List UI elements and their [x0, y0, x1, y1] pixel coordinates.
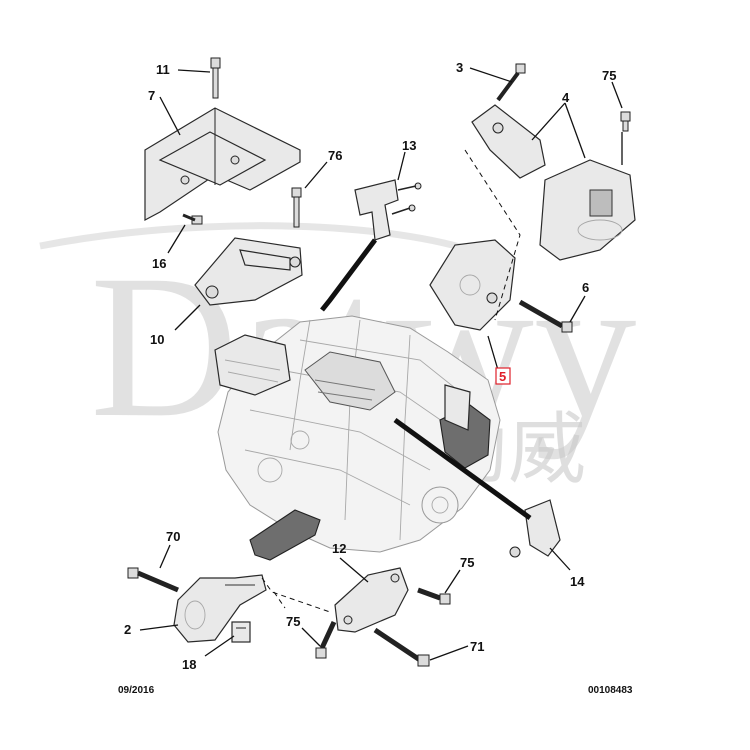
- callout-12: 12: [332, 541, 346, 556]
- footer-date-code: 09/2016: [118, 685, 155, 696]
- footer: 09/2016 00108483: [118, 685, 633, 696]
- callout-5: 5: [499, 369, 506, 384]
- part-5-mount: [429, 239, 516, 331]
- part-75-bolt-top: [620, 111, 631, 132]
- part-71-bolt: [373, 627, 430, 667]
- gearbox-bracket: [214, 334, 291, 396]
- part-14-indicator: [393, 417, 532, 521]
- callouts: 11 7 3 75 4 13 76 16 6 10 5 70 12 75 14 …: [124, 60, 616, 672]
- part-2-torque-rod: [173, 574, 267, 643]
- part-18-clip: [231, 621, 251, 643]
- callout-18: 18: [182, 657, 196, 672]
- callout-7: 7: [148, 88, 155, 103]
- callout-76: 76: [328, 148, 342, 163]
- part-4-mount-arm: [471, 104, 546, 179]
- callout-75-low: 75: [286, 614, 300, 629]
- part-16-bolt: [182, 213, 203, 225]
- part-6-bolt: [518, 299, 573, 333]
- dashed-guides: [261, 149, 521, 613]
- callout-3: 3: [456, 60, 463, 75]
- callout-16: 16: [152, 256, 166, 271]
- callout-6: 6: [582, 280, 589, 295]
- footer-reference: 00108483: [588, 685, 633, 696]
- callout-75-mid: 75: [460, 555, 474, 570]
- part-14-bracket: [509, 499, 561, 558]
- callout-14: 14: [570, 574, 585, 589]
- part-75-bolt-low: [315, 620, 337, 659]
- part-13-bracket: [354, 179, 422, 241]
- callout-5-highlight-box: [495, 367, 511, 385]
- lower-link: [249, 509, 321, 561]
- part-10-mount: [194, 237, 303, 306]
- callout-4: 4: [562, 90, 570, 105]
- callout-70: 70: [166, 529, 180, 544]
- callout-2: 2: [124, 622, 131, 637]
- callout-13: 13: [402, 138, 416, 153]
- part-3-bolt: [496, 63, 526, 102]
- leader-lines: [139, 67, 623, 661]
- callout-71: 71: [470, 639, 484, 654]
- callout-75-top: 75: [602, 68, 616, 83]
- part-13-indicator: [320, 238, 377, 312]
- part-76-bolt: [291, 187, 302, 228]
- part-75-bolt-mid: [417, 587, 451, 605]
- callout-10: 10: [150, 332, 164, 347]
- part-70-bolt: [127, 567, 179, 593]
- callout-11: 11: [156, 62, 170, 77]
- part-11-bolt: [210, 57, 221, 99]
- part-12-bracket: [334, 567, 409, 633]
- part-7-bracket: [144, 107, 301, 221]
- engine-side-mount: [439, 384, 491, 469]
- part-4-mount-body: [539, 159, 636, 261]
